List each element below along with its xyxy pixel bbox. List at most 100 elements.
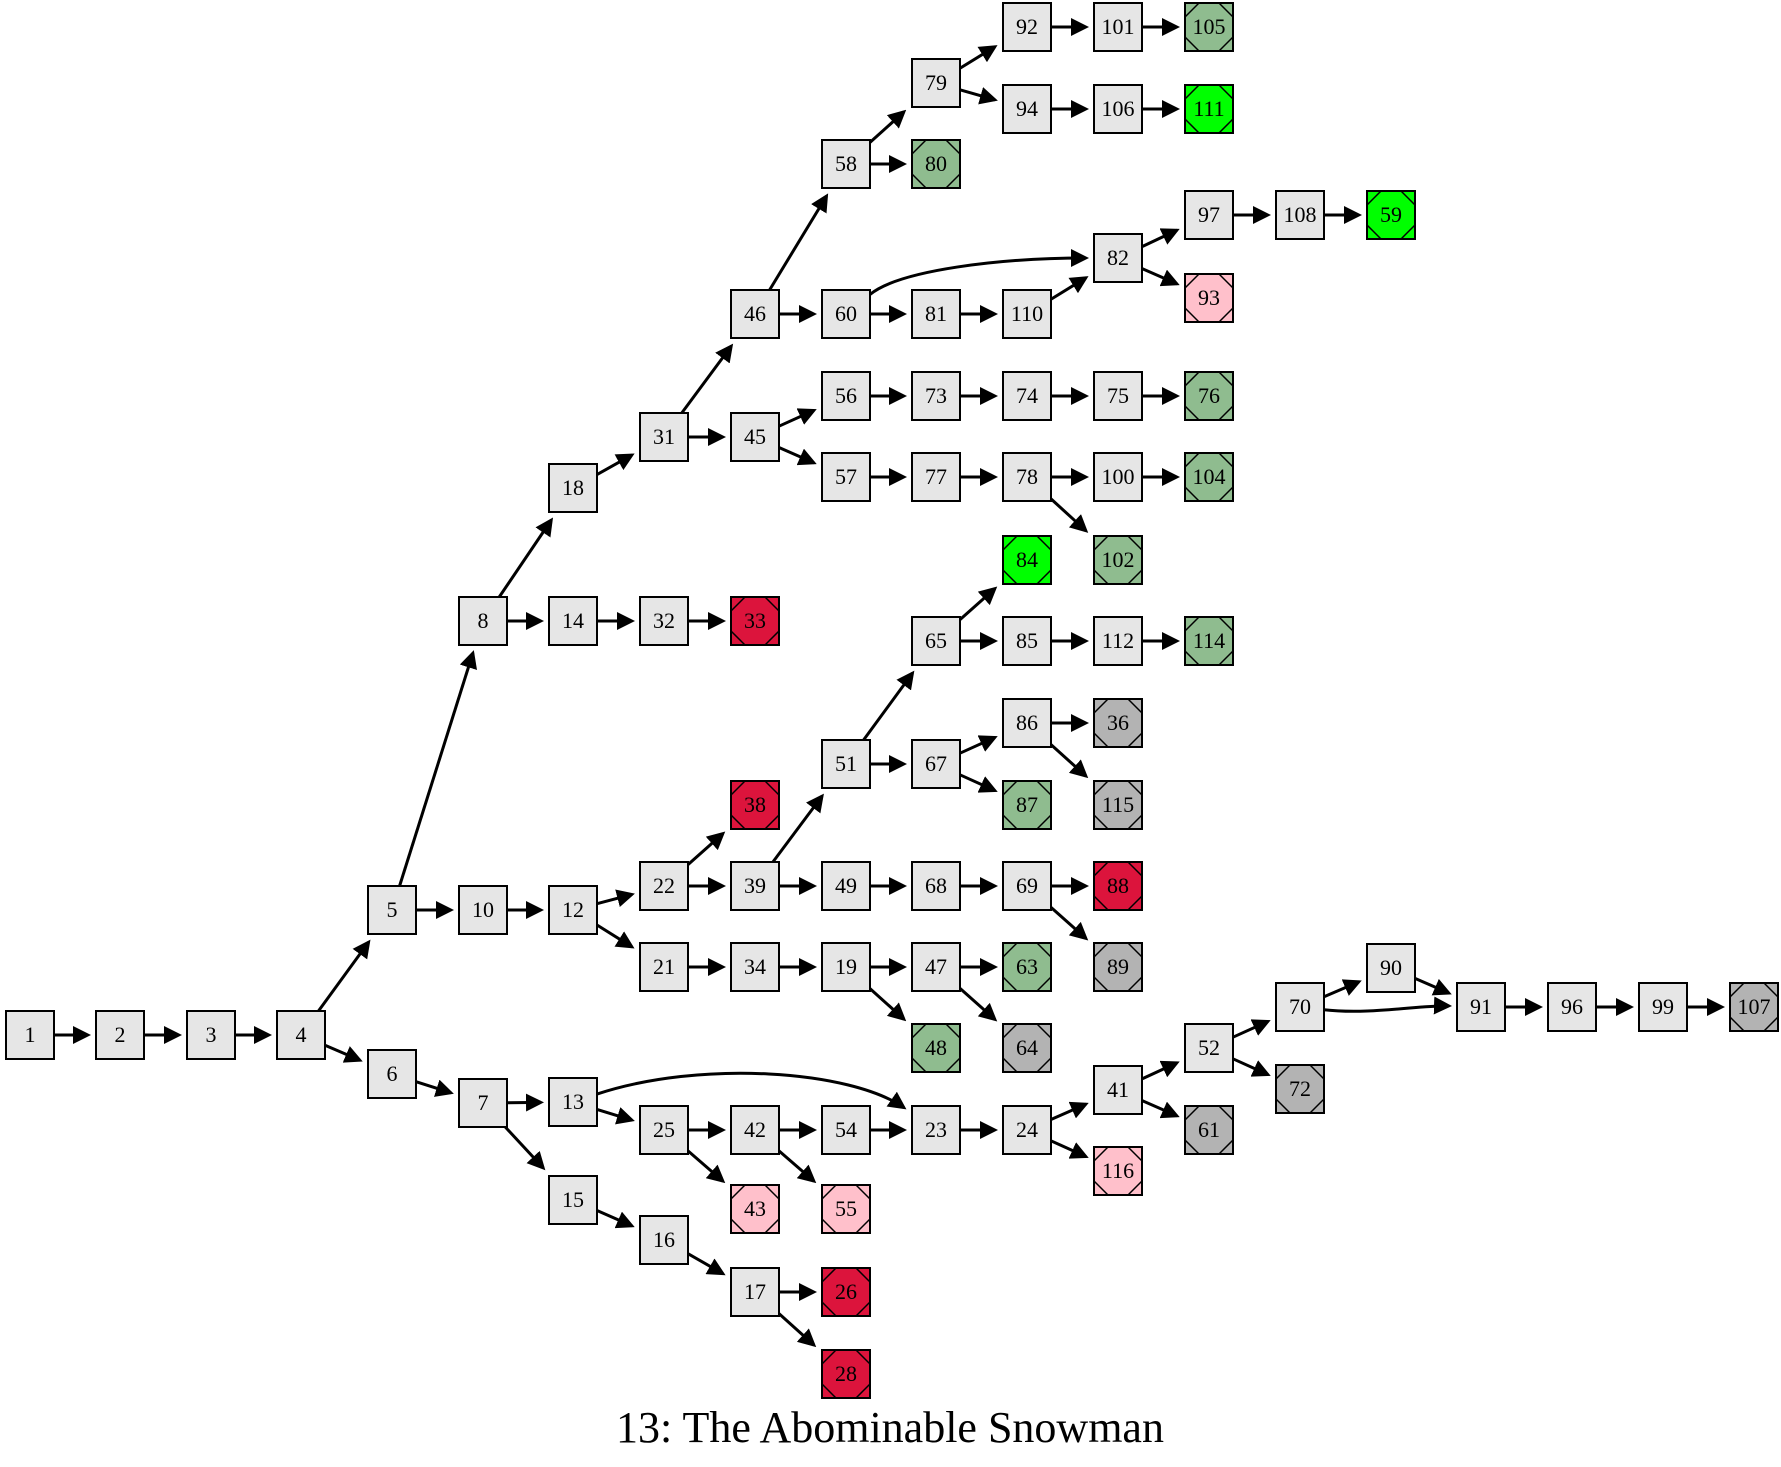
node-115: 115 xyxy=(1093,780,1143,830)
node-box-28 xyxy=(821,1349,871,1399)
diagram-title: 13: The Abominable Snowman xyxy=(616,1403,1164,1452)
node-corner-87-0 xyxy=(1002,780,1018,796)
node-box-72 xyxy=(1275,1064,1325,1114)
edge-58-79 xyxy=(868,109,907,144)
node-corner-64-2 xyxy=(1002,1057,1018,1073)
node-56: 56 xyxy=(821,371,871,421)
node-16: 16 xyxy=(639,1215,689,1265)
node-75: 75 xyxy=(1093,371,1143,421)
node-label-97: 97 xyxy=(1198,202,1220,227)
node-corner-38-0 xyxy=(730,780,746,796)
node-41: 41 xyxy=(1093,1065,1143,1115)
node-114: 114 xyxy=(1184,616,1234,666)
node-106: 106 xyxy=(1093,84,1143,134)
node-corner-48-2 xyxy=(911,1057,927,1073)
edge-7-15 xyxy=(504,1125,546,1171)
node-box-80 xyxy=(911,139,961,189)
node-box-52 xyxy=(1184,1023,1234,1073)
edge-4-5 xyxy=(317,939,371,1012)
edge-19-48 xyxy=(868,987,907,1022)
node-box-105 xyxy=(1184,2,1234,52)
node-box-13 xyxy=(548,1077,598,1127)
node-97: 97 xyxy=(1184,190,1234,240)
node-label-89: 89 xyxy=(1107,954,1129,979)
node-21: 21 xyxy=(639,942,689,992)
node-label-25: 25 xyxy=(653,1117,675,1142)
edge-42-55 xyxy=(778,1149,817,1184)
edge-6-7 xyxy=(415,1079,454,1097)
node-label-116: 116 xyxy=(1102,1158,1134,1183)
node-corner-115-3 xyxy=(1127,814,1143,830)
node-corner-76-3 xyxy=(1218,405,1234,421)
node-68: 68 xyxy=(911,861,961,911)
edge-52-70 xyxy=(1232,1019,1271,1039)
node-corner-107-1 xyxy=(1763,982,1779,998)
node-label-36: 36 xyxy=(1107,710,1129,735)
node-label-111: 111 xyxy=(1193,96,1224,121)
node-label-52: 52 xyxy=(1198,1035,1220,1060)
node-26: 26 xyxy=(821,1267,871,1317)
node-box-65 xyxy=(911,616,961,666)
node-corner-55-1 xyxy=(855,1184,871,1200)
node-corner-28-1 xyxy=(855,1349,871,1365)
node-label-49: 49 xyxy=(835,873,857,898)
edge-79-94 xyxy=(959,87,998,105)
node-5: 5 xyxy=(367,885,417,935)
node-label-69: 69 xyxy=(1016,873,1038,898)
node-box-46 xyxy=(730,289,780,339)
edge-45-56 xyxy=(778,408,817,428)
node-corner-93-2 xyxy=(1184,307,1200,323)
node-box-54 xyxy=(821,1105,871,1155)
node-label-23: 23 xyxy=(925,1117,947,1142)
node-box-111 xyxy=(1184,84,1234,134)
node-10: 10 xyxy=(458,885,508,935)
node-label-5: 5 xyxy=(387,897,398,922)
node-box-108 xyxy=(1275,190,1325,240)
node-73: 73 xyxy=(911,371,961,421)
node-77: 77 xyxy=(911,452,961,502)
node-corner-116-0 xyxy=(1093,1146,1109,1162)
node-6: 6 xyxy=(367,1049,417,1099)
node-corner-59-0 xyxy=(1366,190,1382,206)
node-84: 84 xyxy=(1002,535,1052,585)
edge-79-92 xyxy=(959,45,998,70)
node-63: 63 xyxy=(1002,942,1052,992)
node-107: 107 xyxy=(1729,982,1779,1032)
node-label-60: 60 xyxy=(835,301,857,326)
node-label-65: 65 xyxy=(925,628,947,653)
node-corner-43-2 xyxy=(730,1218,746,1234)
node-corner-84-2 xyxy=(1002,569,1018,585)
node-label-87: 87 xyxy=(1016,792,1038,817)
node-label-18: 18 xyxy=(562,475,584,500)
node-box-114 xyxy=(1184,616,1234,666)
node-corner-104-1 xyxy=(1218,452,1234,468)
node-corner-76-0 xyxy=(1184,371,1200,387)
node-58: 58 xyxy=(821,139,871,189)
node-box-18 xyxy=(548,463,598,513)
node-15: 15 xyxy=(548,1175,598,1225)
node-box-106 xyxy=(1093,84,1143,134)
edge-41-52 xyxy=(1141,1060,1180,1081)
node-52: 52 xyxy=(1184,1023,1234,1073)
edge-22-38 xyxy=(687,831,726,866)
edge-25-43 xyxy=(687,1149,726,1184)
node-label-85: 85 xyxy=(1016,628,1038,653)
node-corner-38-1 xyxy=(764,780,780,796)
node-label-45: 45 xyxy=(744,424,766,449)
node-corner-48-3 xyxy=(945,1057,961,1073)
node-corner-115-0 xyxy=(1093,780,1109,796)
edge-12-22 xyxy=(596,889,635,907)
node-box-77 xyxy=(911,452,961,502)
node-box-51 xyxy=(821,739,871,789)
edge-46-58 xyxy=(768,193,829,291)
node-28: 28 xyxy=(821,1349,871,1399)
node-54: 54 xyxy=(821,1105,871,1155)
edge-60-82 xyxy=(869,249,1089,296)
node-19: 19 xyxy=(821,942,871,992)
node-box-23 xyxy=(911,1105,961,1155)
node-box-116 xyxy=(1093,1146,1143,1196)
node-corner-93-1 xyxy=(1218,273,1234,289)
node-corner-63-3 xyxy=(1036,976,1052,992)
node-corner-93-3 xyxy=(1218,307,1234,323)
